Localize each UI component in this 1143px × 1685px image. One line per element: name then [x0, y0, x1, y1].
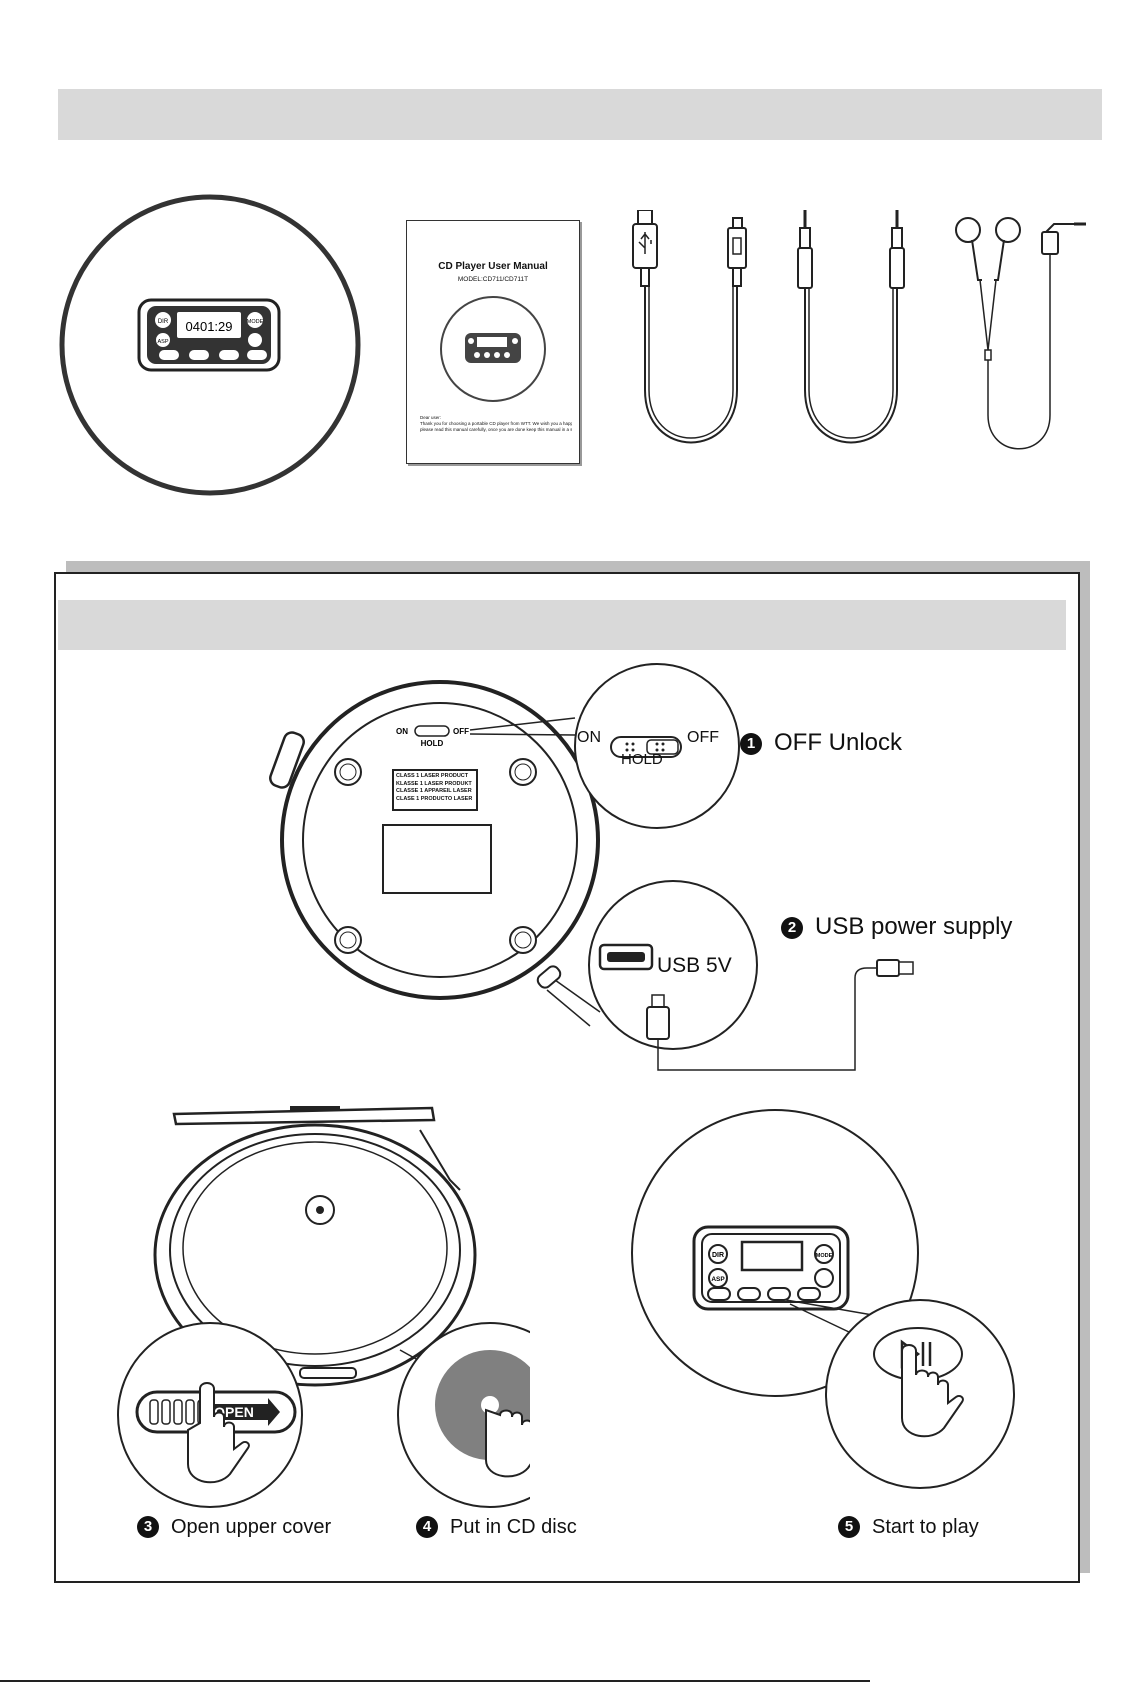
step-5-number: 5	[838, 1516, 860, 1538]
laser-label-line4: CLASE 1 PRODUCTO LASER	[396, 795, 473, 802]
laser-label-line1: CLASS 1 LASER PRODUCT	[396, 773, 469, 779]
footer-rule	[0, 1680, 870, 1682]
laser-label-line3: CLASSE 1 APPAREIL LASER	[396, 788, 472, 794]
remote-dir-text: DIR	[158, 319, 169, 325]
section-header-bar-accessories	[58, 89, 1102, 140]
remote-display-text: 0401:29	[186, 319, 233, 334]
step-5-text: Start to play	[872, 1516, 979, 1538]
user-manual-booklet: CD Player User Manual MODEL:CD711/CD711T…	[406, 220, 580, 464]
player-back-illustration: ON OFF HOLD	[269, 663, 914, 1071]
play-remote-asp: ASP	[711, 1276, 725, 1283]
earphones-illustration	[955, 217, 1086, 450]
manual-model: MODEL:CD711/CD711T	[457, 276, 529, 283]
manual-dear-user: Dear user:	[420, 415, 442, 420]
step-4-number: 4	[416, 1516, 438, 1538]
aux-cable-illustration	[797, 210, 905, 444]
step-2-number: 2	[781, 917, 803, 939]
remote-asp-text: ASP	[157, 339, 168, 345]
step-5-label: 5 Start to play	[838, 1516, 979, 1539]
manual-intro-text: Dear user: Thank you for choosing a port…	[420, 415, 572, 433]
step-3-text: Open upper cover	[171, 1516, 332, 1538]
open-cover-illustration: OPEN	[117, 1106, 530, 1508]
manual-intro-line1: Thank you for choosing a portable CD pla…	[420, 421, 572, 426]
cd-player-illustration: DIR MODE ASP 0401:29	[59, 194, 361, 496]
step-3-number: 3	[137, 1516, 159, 1538]
laser-label-line2: KLASSE 1 LASER PRODUKT	[396, 780, 472, 787]
usb-cable-illustration	[632, 210, 747, 444]
hold-label: HOLD	[621, 751, 663, 768]
step-3-label: 3 Open upper cover	[137, 1516, 331, 1539]
step-2-label: 2 USB power supply	[781, 913, 1012, 941]
manual-cover-image	[440, 296, 546, 402]
play-remote-dir: DIR	[712, 1252, 724, 1259]
step-1-number: 1	[740, 733, 762, 755]
manual-title: CD Player User Manual	[438, 261, 548, 272]
step-2-text: USB power supply	[815, 913, 1013, 940]
play-remote-mode: MODE	[816, 1253, 833, 1259]
body-hold-text: HOLD	[421, 739, 444, 748]
hold-off-label: OFF	[687, 729, 719, 746]
section-header-bar-instructions	[58, 600, 1066, 650]
manual-intro-line2: please read this manual carefully, once …	[420, 427, 572, 432]
step-1-label: 1 OFF Unlock	[740, 729, 902, 757]
remote-mode-text: MODE	[247, 319, 264, 325]
body-hold-off: OFF	[453, 727, 469, 736]
step-4-label: 4 Put in CD disc	[416, 1516, 577, 1539]
usb-port-label: USB 5V	[657, 954, 732, 977]
step-1-text: OFF Unlock	[774, 729, 903, 756]
hold-on-label: ON	[577, 729, 601, 746]
start-play-illustration: DIR MODE ASP	[631, 1109, 1015, 1489]
step-4-text: Put in CD disc	[450, 1516, 577, 1538]
laser-label-text: CLASS 1 LASER PRODUCT KLASSE 1 LASER PRO…	[396, 773, 476, 803]
body-hold-on: ON	[396, 727, 408, 736]
